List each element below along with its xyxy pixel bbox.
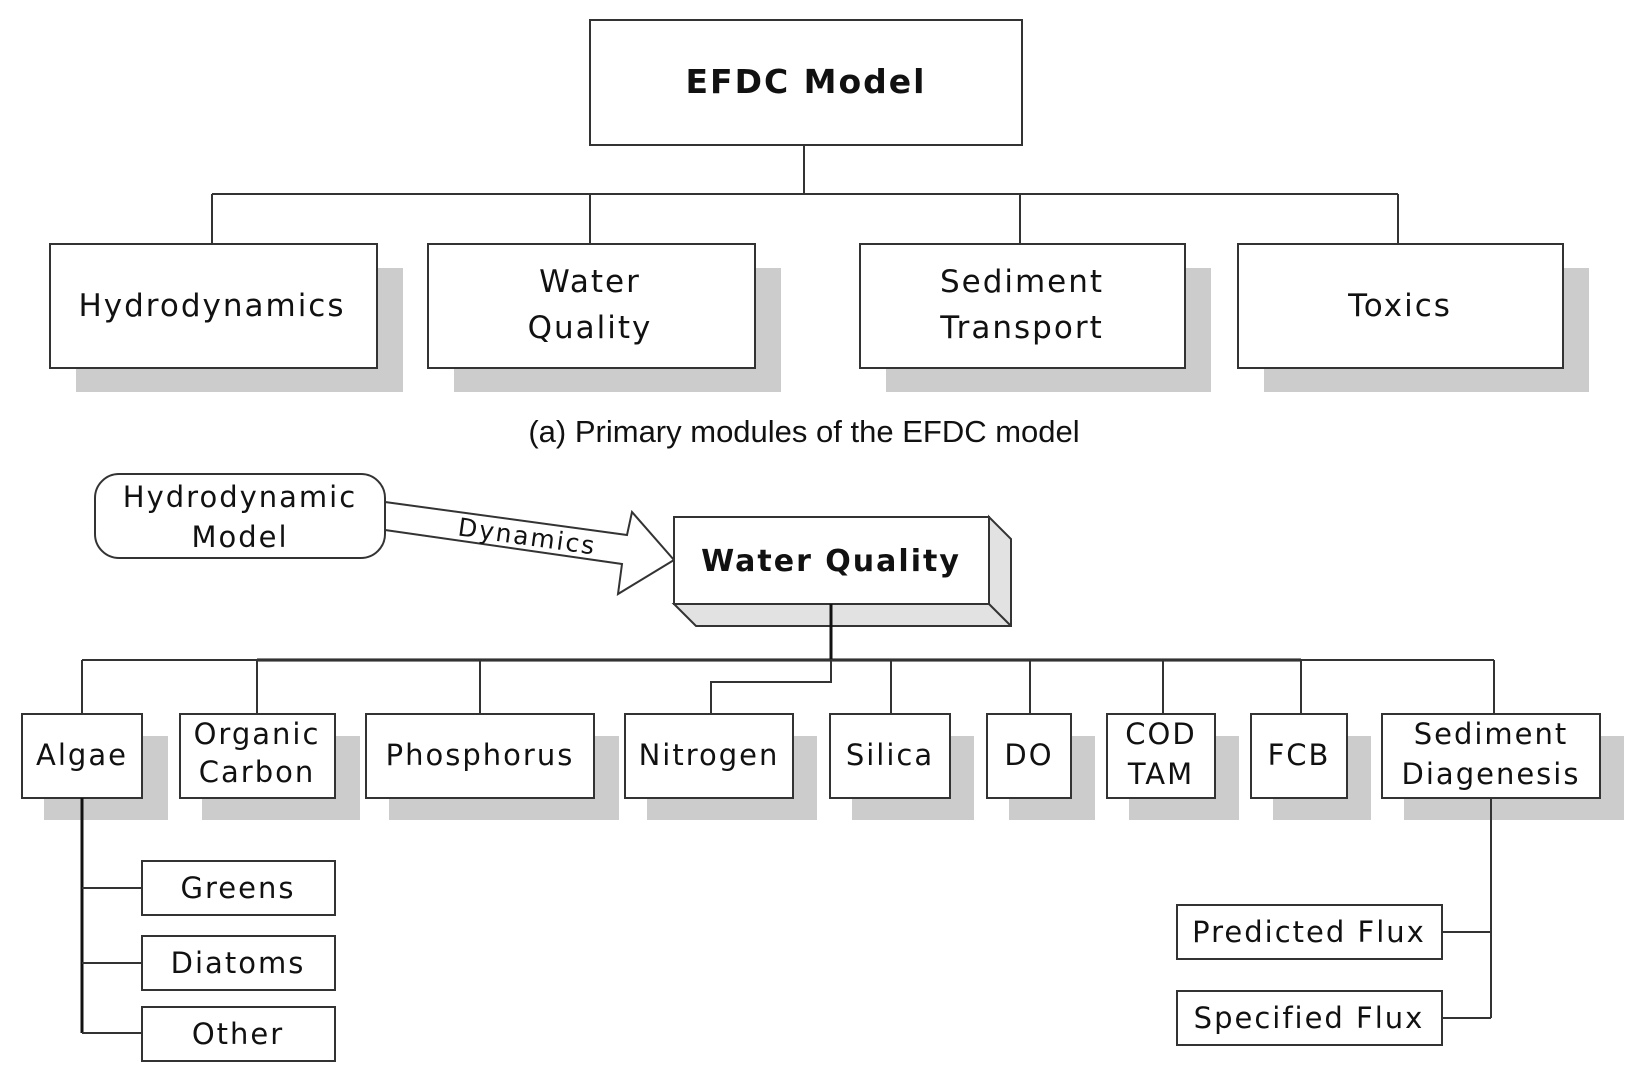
component-label-algae: Algae — [36, 738, 128, 772]
module-box-hydrodynamics — [49, 243, 378, 369]
component-box-silica — [829, 713, 951, 799]
water-quality-title: Water Quality — [701, 544, 961, 579]
flux-box-specified — [1176, 990, 1443, 1046]
algae-type-diatoms: Diatoms — [171, 946, 306, 980]
algae-type-greens: Greens — [181, 871, 296, 905]
module-box-sediment-transport — [859, 243, 1186, 369]
panel-a-caption: (a) Primary modules of the EFDC model — [528, 414, 1079, 449]
component-label-cod: COD — [1125, 717, 1196, 751]
component-label-phosphorus: Phosphorus — [386, 738, 575, 772]
hydrodynamic-model-label-2: Model — [191, 520, 288, 554]
algae-type-other: Other — [192, 1017, 284, 1051]
module-label-water: Water — [539, 264, 641, 300]
component-label-nitrogen: Nitrogen — [639, 738, 780, 772]
module-label-sediment: Sediment — [940, 264, 1104, 300]
water-quality-box — [673, 516, 990, 605]
dynamics-arrow-label: Dynamics — [456, 513, 598, 561]
flux-label-predicted: Predicted Flux — [1192, 915, 1426, 949]
component-box-phosphorus — [365, 713, 595, 799]
component-box-organic-carbon — [179, 713, 336, 799]
module-box-toxics — [1237, 243, 1564, 369]
panel-b: Hydrodynamic Model Dynamics Water Qualit… — [21, 473, 1624, 1062]
component-box-algae — [21, 713, 143, 799]
component-box-nitrogen — [624, 713, 794, 799]
component-label-silica: Silica — [846, 738, 934, 772]
flux-box-predicted — [1176, 904, 1443, 960]
component-label-carbon: Carbon — [199, 755, 315, 789]
efdc-model-title: EFDC Model — [685, 62, 926, 101]
component-label-sediment: Sediment — [1414, 717, 1569, 751]
component-label-fcb: FCB — [1268, 738, 1331, 772]
hydrodynamic-model-label-1: Hydrodynamic — [123, 480, 357, 514]
module-label-transport: Transport — [939, 310, 1103, 346]
component-box-fcb — [1250, 713, 1348, 799]
component-box-cod-tam — [1106, 713, 1216, 799]
module-label-toxics: Toxics — [1347, 288, 1452, 324]
component-box-do — [986, 713, 1072, 799]
water-quality-box-edge — [988, 603, 1012, 627]
component-label-organic: Organic — [194, 717, 321, 751]
algae-type-box-greens — [141, 860, 336, 916]
module-box-water-quality — [427, 243, 756, 369]
component-label-do: DO — [1004, 738, 1053, 772]
efdc-model-box — [589, 19, 1023, 146]
flux-label-specified: Specified Flux — [1194, 1001, 1425, 1035]
module-label-hydrodynamics: Hydrodynamics — [78, 288, 345, 324]
algae-type-box-other — [141, 1006, 336, 1062]
dynamics-arrow — [384, 500, 676, 596]
panel-a: EFDC Model Hydrodynamics Water Quality S… — [49, 19, 1589, 449]
component-label-tam: TAM — [1127, 757, 1194, 791]
algae-type-box-diatoms — [141, 935, 336, 991]
component-label-diagenesis: Diagenesis — [1402, 757, 1581, 791]
nitrogen-connector — [710, 660, 832, 714]
module-label-quality: Quality — [528, 310, 653, 346]
component-box-sediment-diagenesis — [1381, 713, 1601, 799]
